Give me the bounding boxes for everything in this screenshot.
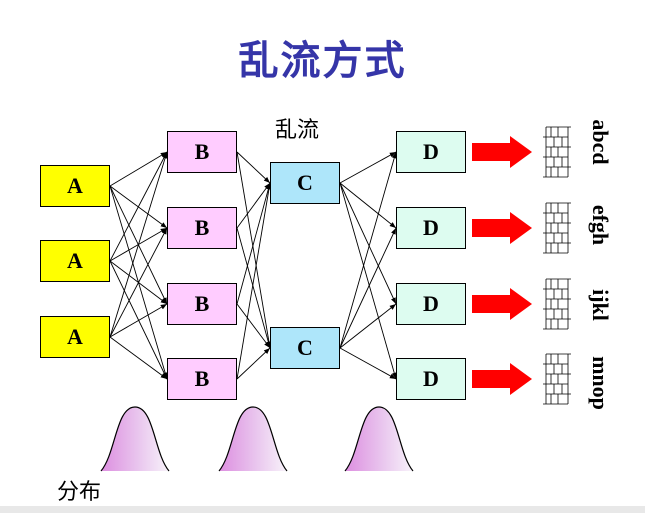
node-c-1: C xyxy=(270,162,340,204)
distribution-curve-1 xyxy=(101,407,169,471)
edge-b1-c1 xyxy=(236,151,271,184)
output-arrow-3 xyxy=(472,288,532,320)
distribution-label: 分布 xyxy=(57,480,102,505)
edge-b4-c2 xyxy=(236,347,271,380)
edge-c1-d1 xyxy=(339,151,397,184)
node-d-2: D xyxy=(396,207,466,249)
output-label-4: mnop xyxy=(588,356,613,410)
edge-c1-d4 xyxy=(339,182,397,380)
edge-c2-d4 xyxy=(339,347,397,380)
buffer-stack-1 xyxy=(543,126,571,178)
edge-b3-c2 xyxy=(236,303,271,349)
slide-title: 乱流方式 xyxy=(238,38,407,84)
edge-b4-c1 xyxy=(236,182,272,380)
edge-b3-c1 xyxy=(236,182,271,305)
node-d-1: D xyxy=(396,131,466,173)
edge-c2-d2 xyxy=(339,227,397,349)
edge-c1-d3 xyxy=(339,182,397,305)
output-arrow-2 xyxy=(472,212,532,244)
turbulence-label: 乱流 xyxy=(275,118,320,143)
node-b-4: B xyxy=(167,358,237,400)
edge-c2-d3 xyxy=(339,303,397,349)
edge-b1-c2 xyxy=(236,151,272,349)
edge-a2-b1 xyxy=(109,151,168,262)
node-c-2: C xyxy=(270,327,340,369)
edge-b2-c1 xyxy=(236,182,271,229)
buffer-stack-3 xyxy=(543,278,571,330)
edge-b2-c2 xyxy=(236,227,271,349)
node-a-1: A xyxy=(40,165,110,207)
edge-a3-b4 xyxy=(109,336,168,380)
node-a-3: A xyxy=(40,316,110,358)
edge-a3-b1 xyxy=(109,151,168,338)
edge-a3-b2 xyxy=(109,227,168,338)
node-d-3: D xyxy=(396,283,466,325)
node-b-2: B xyxy=(167,207,237,249)
edge-a1-b1 xyxy=(109,151,168,187)
node-a-2: A xyxy=(40,240,110,282)
distribution-curve-3 xyxy=(345,407,413,471)
edge-c2-d1 xyxy=(339,151,397,349)
buffer-stack-2 xyxy=(543,202,571,254)
buffer-stack-4 xyxy=(543,353,571,405)
footer-rule xyxy=(0,506,645,513)
edge-c1-d2 xyxy=(339,182,397,229)
node-d-4: D xyxy=(396,358,466,400)
output-arrow-1 xyxy=(472,136,532,168)
node-b-3: B xyxy=(167,283,237,325)
edge-a3-b3 xyxy=(109,303,168,338)
node-b-1: B xyxy=(167,131,237,173)
distribution-curve-2 xyxy=(219,407,287,471)
output-arrow-4 xyxy=(472,363,532,395)
